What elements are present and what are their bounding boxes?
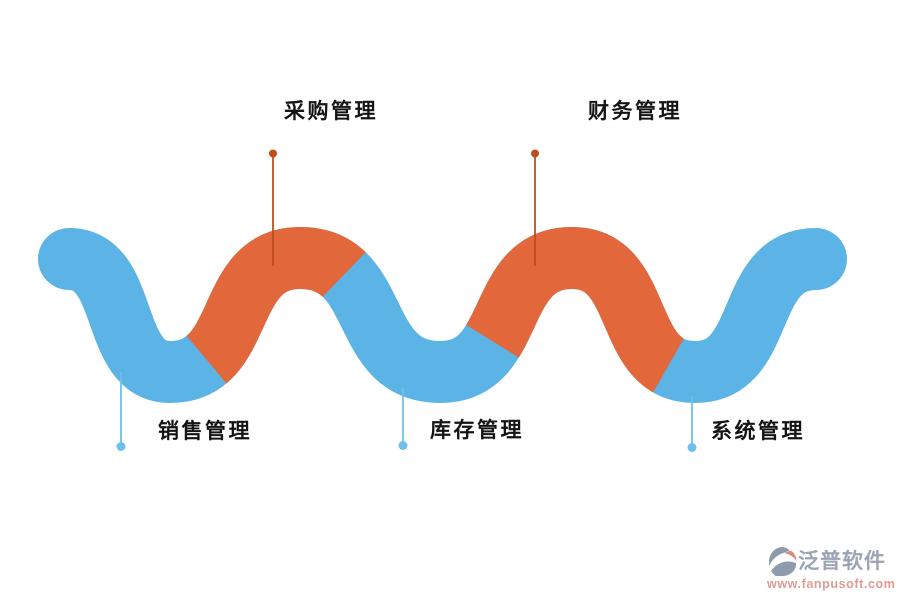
pin-dot-inventory	[398, 441, 408, 450]
pin-dot-sales	[116, 442, 126, 451]
label-sales: 销售管理	[158, 420, 252, 443]
fanpu-brand-text: 泛普软件	[798, 549, 886, 573]
label-system: 系统管理	[711, 420, 805, 443]
label-inventory: 库存管理	[430, 419, 524, 442]
fanpu-url-text: www.fanpusoft.com	[767, 577, 896, 591]
pin-dot-purchase	[269, 149, 277, 158]
label-finance: 财务管理	[588, 100, 682, 123]
wave-ribbon-blue	[38, 226, 847, 404]
pin-sales	[116, 372, 126, 451]
label-purchase: 采购管理	[284, 100, 378, 123]
pin-dot-finance	[531, 149, 539, 158]
fanpu-watermark: 泛普软件 www.fanpusoft.com	[767, 546, 897, 591]
pin-purchase	[269, 149, 277, 266]
pin-finance	[531, 149, 539, 266]
fanpu-logo-icon	[769, 547, 797, 576]
pin-system	[687, 396, 697, 452]
pin-dot-system	[687, 443, 697, 452]
pin-inventory	[398, 388, 408, 450]
